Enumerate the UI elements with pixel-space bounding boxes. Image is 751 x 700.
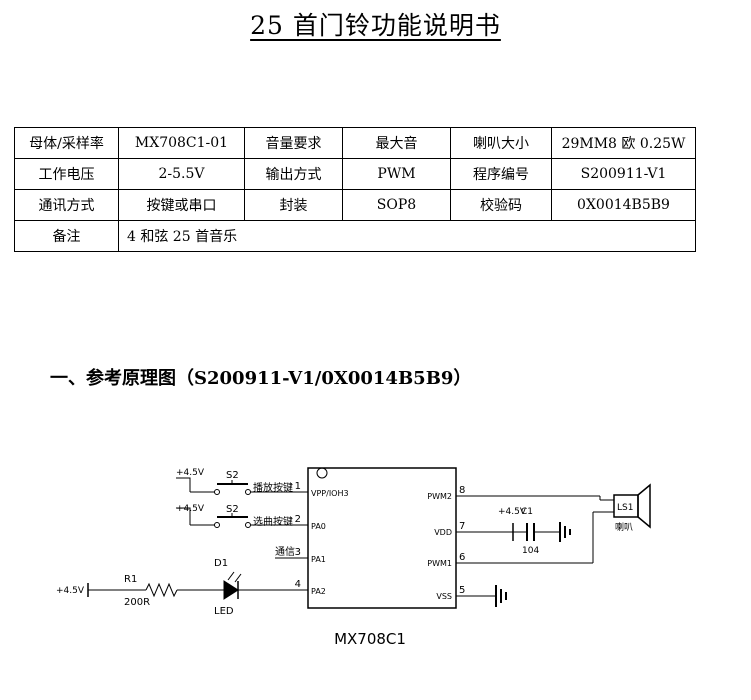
table-cell: 输出方式 xyxy=(244,158,343,190)
table-row: 通讯方式 按键或串口 封装 SOP8 校验码 0X0014B5B9 xyxy=(14,189,696,221)
sw1-contact xyxy=(214,489,220,495)
pin-number: 1 xyxy=(295,481,301,492)
chip-body xyxy=(307,467,457,609)
pin-name: VSS xyxy=(436,592,452,601)
table-cell: 29MM8 欧 0.25W xyxy=(551,127,696,159)
sw2-ref: S2 xyxy=(226,504,239,515)
table-cell: 通讯方式 xyxy=(14,189,119,221)
pin-number: 5 xyxy=(459,585,465,596)
table-cell: 音量要求 xyxy=(244,127,343,159)
speaker-ref: LS1 xyxy=(617,503,633,513)
table-cell: 按键或串口 xyxy=(118,189,245,221)
sw1-supply-label: +4.5V xyxy=(176,468,205,478)
sw1-contact xyxy=(245,489,251,495)
table-row: 工作电压 2-5.5V 输出方式 PWM 程序编号 S200911-V1 xyxy=(14,158,696,190)
schematic-diagram: 1 2 3 4 8 7 6 5 VPP/IOH3 PA0 PA1 PA2 PWM… xyxy=(56,467,651,648)
note-value-cell: 4 和弦 25 首音乐 xyxy=(118,220,696,252)
resistor-r1 xyxy=(145,582,178,598)
sw2-function-label: 选曲按键 xyxy=(253,515,293,528)
table-cell: 校验码 xyxy=(450,189,552,221)
led-light-arrow xyxy=(227,571,235,581)
sw2-contact xyxy=(214,522,220,528)
pin-name: PWM2 xyxy=(427,492,452,501)
pin-number: 8 xyxy=(459,485,465,496)
table-cell: 2-5.5V xyxy=(118,158,245,190)
table-cell: S200911-V1 xyxy=(551,158,696,190)
table-cell: 工作电压 xyxy=(14,158,119,190)
pin-name: PA0 xyxy=(311,522,326,531)
r1-value: 200R xyxy=(124,597,150,608)
section-heading: 一、参考原理图（S200911-V1/0X0014B5B9） xyxy=(50,368,472,389)
table-cell: 母体/采样率 xyxy=(14,127,119,159)
pin-number: 6 xyxy=(459,552,465,563)
table-cell: 最大音 xyxy=(342,127,451,159)
sw2-contact xyxy=(245,522,251,528)
c1-supply-label: +4.5V xyxy=(498,507,527,517)
document-title: 25 首门铃功能说明书 xyxy=(250,11,501,40)
sw1-ref: S2 xyxy=(226,470,239,481)
pa1-label: 通信 xyxy=(275,546,295,558)
led-name: LED xyxy=(214,606,234,617)
pin-number: 4 xyxy=(295,579,301,590)
chip-pin1-dot xyxy=(316,467,328,479)
pin-name: PA1 xyxy=(311,555,326,564)
r1-supply-label: +4.5V xyxy=(56,586,85,596)
table-cell: 封装 xyxy=(244,189,343,221)
pin-number: 3 xyxy=(295,547,301,558)
note-label-cell: 备注 xyxy=(14,220,119,252)
led-ref: D1 xyxy=(214,558,228,569)
led-d1-triangle xyxy=(223,580,239,600)
pin-name: PWM1 xyxy=(427,559,452,568)
sw1-supply-wire xyxy=(176,477,191,492)
r1-ref: R1 xyxy=(124,574,137,585)
table-cell: SOP8 xyxy=(342,189,451,221)
pin-number: 7 xyxy=(459,521,465,532)
table-row: 母体/采样率 MX708C1-01 音量要求 最大音 喇叭大小 29MM8 欧 … xyxy=(14,127,696,159)
sw2-supply-wire xyxy=(176,507,191,525)
pin-name: VDD xyxy=(434,528,452,537)
spec-table: 母体/采样率 MX708C1-01 音量要求 最大音 喇叭大小 29MM8 欧 … xyxy=(14,127,696,252)
table-row: 备注 4 和弦 25 首音乐 xyxy=(14,220,696,252)
table-cell: MX708C1-01 xyxy=(118,127,245,159)
led-light-arrow xyxy=(234,573,242,583)
sw1-function-label: 播放按键 xyxy=(253,481,293,494)
table-cell: 0X0014B5B9 xyxy=(551,189,696,221)
c1-value: 104 xyxy=(522,546,539,556)
c1-ref: C1 xyxy=(521,507,533,517)
table-cell: 喇叭大小 xyxy=(450,127,552,159)
pin-name: VPP/IOH3 xyxy=(311,489,349,498)
pin-number: 2 xyxy=(295,514,301,525)
chip-name: MX708C1 xyxy=(334,630,406,648)
speaker-cone xyxy=(637,483,651,529)
speaker-name: 喇叭 xyxy=(615,521,633,533)
table-cell: 程序编号 xyxy=(450,158,552,190)
pin-name: PA2 xyxy=(311,587,326,596)
table-cell: PWM xyxy=(342,158,451,190)
sw2-supply-label: +4.5V xyxy=(176,504,205,514)
